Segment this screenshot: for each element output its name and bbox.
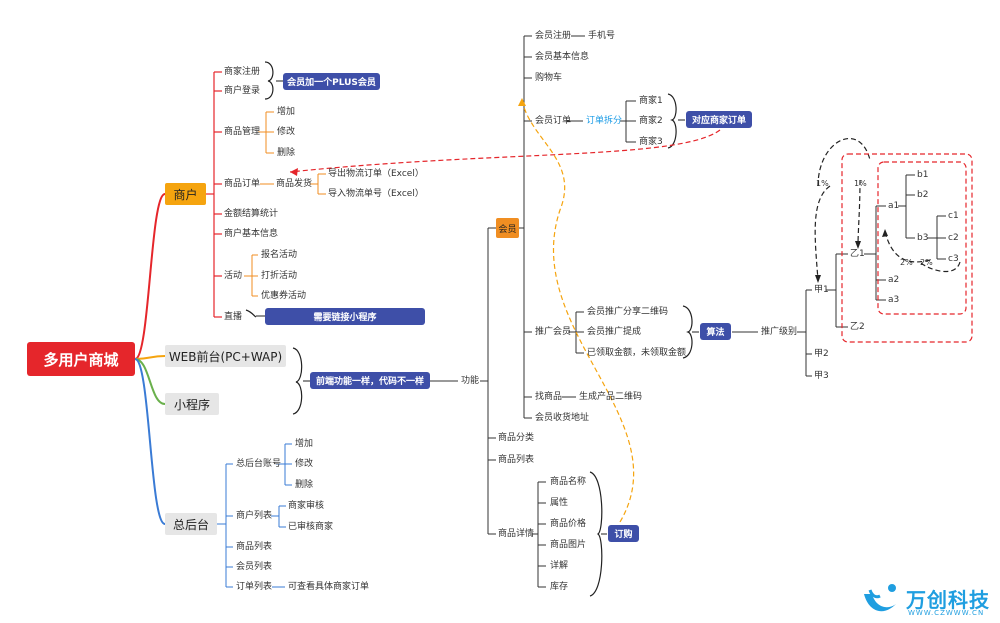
- member-address: 会员收货地址: [535, 413, 590, 423]
- logo-url: WWW.CZWWW.CN: [908, 609, 985, 617]
- goods-category: 商品分类: [498, 433, 535, 443]
- node-b3: b3: [917, 233, 929, 243]
- algorithm-tag: 算法: [700, 323, 731, 340]
- member-node: 会员: [496, 218, 519, 238]
- merchant-review: 商家审核: [288, 501, 325, 511]
- features-node: 功能: [461, 376, 480, 386]
- promote-member: 推广会员: [535, 327, 572, 337]
- shopping-cart: 购物车: [535, 73, 563, 83]
- node-a1: a1: [888, 201, 900, 211]
- mini-link-tag: 需要链接小程序: [265, 308, 425, 325]
- frontend-tag: 前端功能一样，代码不一样: [310, 372, 430, 389]
- generate-qr: 生成产品二维码: [579, 392, 643, 402]
- promote-commission: 会员推广提成: [587, 327, 642, 337]
- goods-stock: 库存: [550, 582, 569, 592]
- admin-node: 总后台: [165, 513, 217, 535]
- account-delete: 删除: [295, 480, 314, 490]
- goods-edit: 修改: [277, 127, 296, 137]
- goods-management: 商品管理: [224, 127, 261, 137]
- import-logistics: 导入物流单号（Excel）: [328, 189, 424, 199]
- account-edit: 修改: [295, 459, 314, 469]
- goods-desc: 详解: [550, 561, 569, 571]
- settlement-stats: 金额结算统计: [224, 209, 279, 219]
- root-node: 多用户商城: [27, 342, 135, 376]
- member-basic-info: 会员基本信息: [535, 52, 590, 62]
- member-orders: 会员订单: [535, 116, 572, 126]
- merchant-register: 商家注册: [224, 67, 261, 77]
- node-jia3: 甲3: [814, 371, 829, 381]
- logo-icon: [864, 584, 896, 612]
- percent-label-3: 2%: [900, 258, 913, 267]
- goods-name: 商品名称: [550, 477, 587, 487]
- node-b2: b2: [917, 190, 929, 200]
- promote-qr: 会员推广分享二维码: [587, 307, 669, 317]
- shop-2: 商家2: [639, 116, 663, 126]
- order-list-note: 可查看具体商家订单: [288, 582, 370, 592]
- node-c3: c3: [948, 254, 959, 264]
- goods-attr: 属性: [550, 498, 569, 508]
- node-b1: b1: [917, 170, 929, 180]
- claimed-amount: 已领取金额，未领取金额: [587, 348, 687, 358]
- merchant-login: 商户登录: [224, 86, 261, 96]
- plus-member-tag: 会员加一个PLUS会员: [283, 73, 380, 90]
- goods-price: 商品价格: [550, 519, 587, 529]
- percent-label-1: 1%: [816, 179, 829, 188]
- activity-discount: 打折活动: [261, 271, 298, 281]
- merchant-orders: 商品订单: [224, 179, 261, 189]
- admin-member-list: 会员列表: [236, 562, 273, 572]
- goods-delete: 删除: [277, 148, 296, 158]
- shop-1: 商家1: [639, 96, 663, 106]
- web-node: WEB前台(PC+WAP): [165, 345, 286, 367]
- goods-add: 增加: [277, 107, 296, 117]
- merchant-order-tag: 对应商家订单: [686, 111, 752, 128]
- node-yi2: 乙2: [850, 322, 865, 332]
- order-tag: 订购: [608, 525, 639, 542]
- node-yi1: 乙1: [850, 249, 865, 259]
- activity-signup: 报名活动: [261, 250, 298, 260]
- logo-name: 万创科技: [906, 588, 990, 612]
- member-register: 会员注册: [535, 31, 572, 41]
- node-a3: a3: [888, 295, 900, 305]
- phone-number: 手机号: [588, 31, 616, 41]
- node-c2: c2: [948, 233, 959, 243]
- goods-ship: 商品发货: [276, 179, 313, 189]
- node-jia1: 甲1: [814, 285, 829, 295]
- percent-label-2: 1%: [854, 179, 867, 188]
- activity: 活动: [224, 271, 243, 281]
- activity-coupon: 优惠券活动: [261, 291, 307, 301]
- goods-detail: 商品详情: [498, 529, 535, 539]
- node-c1: c1: [948, 211, 959, 221]
- admin-goods-list: 商品列表: [236, 542, 273, 552]
- company-logo: 万创科技 WWW.CZWWW.CN: [862, 578, 1000, 622]
- account-add: 增加: [295, 439, 314, 449]
- percent-label-4: 2%: [920, 258, 933, 267]
- admin-account: 总后台账号: [236, 459, 282, 469]
- merchant-node: 商户: [165, 183, 206, 205]
- export-logistics: 导出物流订单（Excel）: [328, 169, 424, 179]
- order-split: 订单拆分: [586, 116, 623, 126]
- live-stream: 直播: [224, 312, 243, 322]
- shop-3: 商家3: [639, 137, 663, 147]
- promote-level: 推广级别: [761, 327, 798, 337]
- node-a2: a2: [888, 275, 900, 285]
- merchant-basic-info: 商户基本信息: [224, 229, 279, 239]
- find-goods: 找商品: [535, 392, 563, 402]
- goods-image: 商品图片: [550, 540, 587, 550]
- goods-list: 商品列表: [498, 455, 535, 465]
- merchant-reviewed: 已审核商家: [288, 522, 334, 532]
- node-jia2: 甲2: [814, 349, 829, 359]
- merchant-list: 商户列表: [236, 511, 273, 521]
- mini-program-node: 小程序: [165, 393, 219, 415]
- admin-order-list: 订单列表: [236, 582, 273, 592]
